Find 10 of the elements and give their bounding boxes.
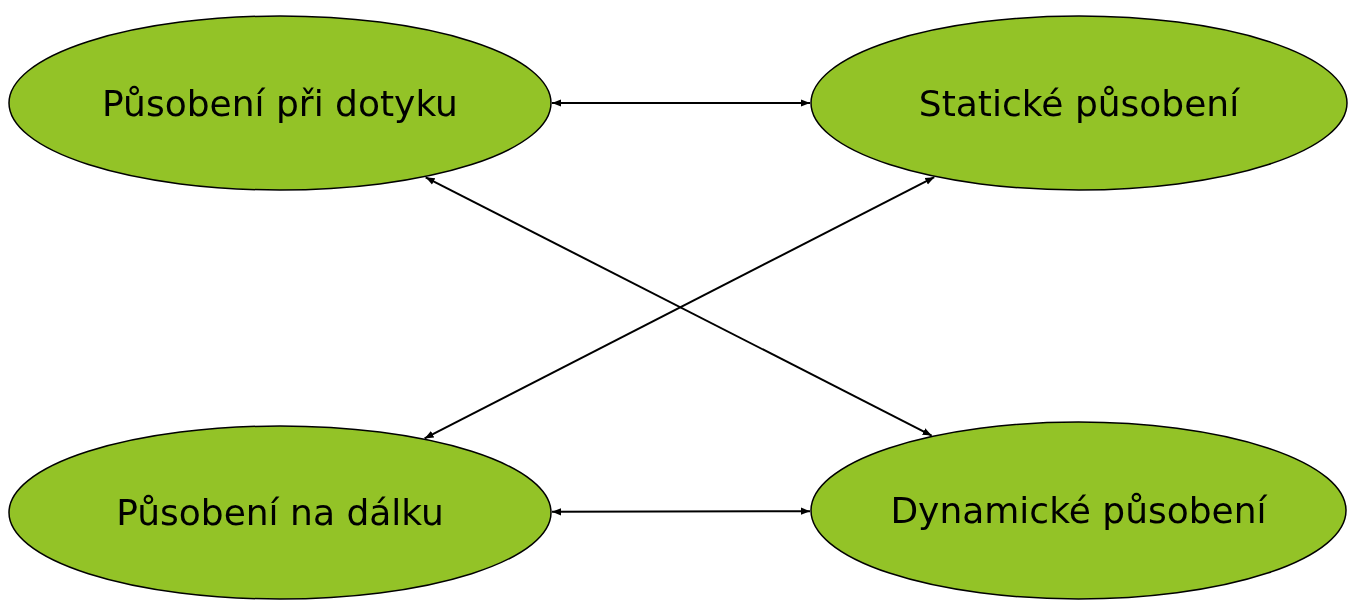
- node-label: Působení na dálku: [116, 492, 444, 533]
- node-label: Dynamické působení: [890, 490, 1267, 531]
- double-arrow: [551, 99, 811, 107]
- ellipse-node: [8, 425, 552, 600]
- ellipse-node: [8, 15, 552, 191]
- double-arrow: [551, 507, 811, 516]
- ellipse-node: [810, 421, 1347, 600]
- ellipse-node: [810, 15, 1348, 191]
- node-label: Statické působení: [918, 82, 1240, 124]
- node-label: Působení při dotyku: [102, 82, 458, 124]
